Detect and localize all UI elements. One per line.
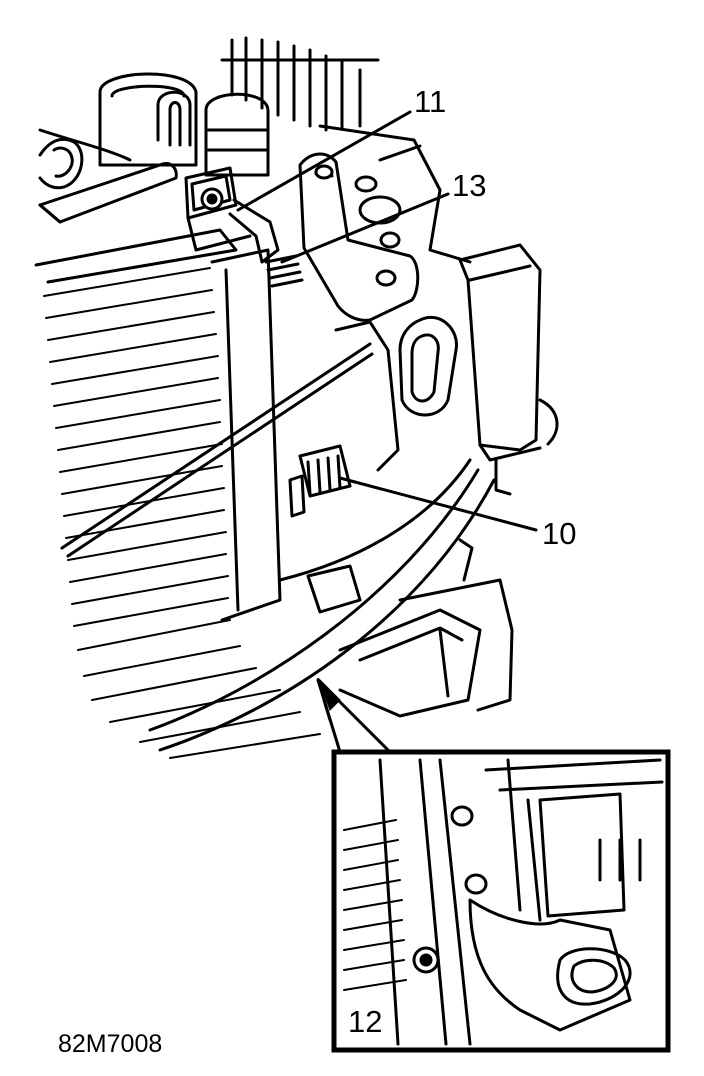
callout-11-label: 11 — [414, 84, 446, 119]
leader-lines — [236, 110, 538, 1022]
engine-bay-background — [38, 36, 380, 224]
front-crossmember — [148, 458, 514, 752]
callout-10-label: 10 — [542, 516, 576, 551]
condenser-core — [34, 228, 374, 759]
callout-13-label: 13 — [452, 168, 486, 203]
lower-mounting-bracket — [288, 444, 352, 518]
figure-id-label: 82M7008 — [58, 1030, 162, 1058]
body-panel — [298, 124, 559, 582]
callout-12-label: 12 — [348, 1004, 382, 1039]
detail-inset — [331, 749, 671, 1053]
upper-mounting-bracket — [184, 166, 304, 288]
